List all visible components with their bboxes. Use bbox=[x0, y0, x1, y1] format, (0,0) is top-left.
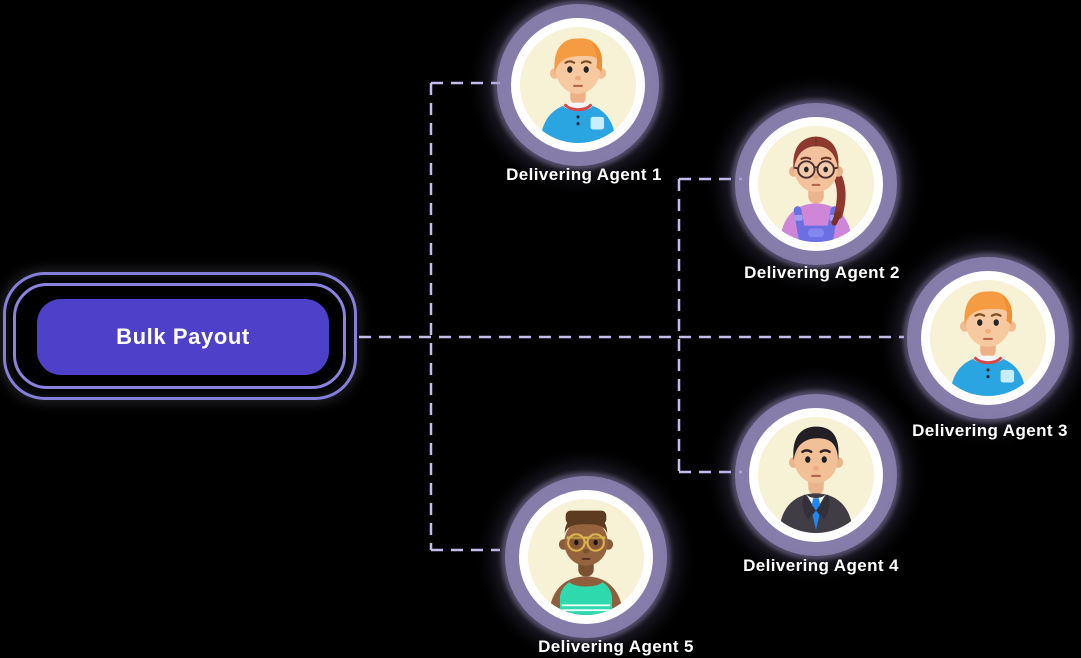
bulk-payout-node: Bulk Payout bbox=[3, 272, 357, 400]
agent-5-label: Delivering Agent 5 bbox=[538, 637, 694, 656]
bulk-payout-button[interactable]: Bulk Payout bbox=[37, 299, 329, 375]
agent-3-label: Delivering Agent 3 bbox=[912, 421, 1068, 440]
bulk-payout-outline-outer bbox=[3, 272, 357, 400]
woman-red-hair-glasses-overalls-avatar-icon bbox=[780, 136, 852, 242]
agent-4-label: Delivering Agent 4 bbox=[743, 556, 899, 575]
agent-2-avatar bbox=[749, 117, 883, 251]
bulk-payout-outline-inner bbox=[13, 283, 346, 389]
agent-2-label: Delivering Agent 2 bbox=[744, 263, 900, 282]
connector-group bbox=[359, 81, 904, 552]
man-orange-hair-blue-shirt-avatar-icon bbox=[950, 291, 1026, 396]
agent-4-avatar bbox=[749, 408, 883, 542]
agent-3-avatar bbox=[921, 271, 1055, 405]
agent-5-avatar bbox=[519, 490, 653, 624]
man-orange-hair-blue-shirt-avatar-icon bbox=[540, 38, 616, 143]
man-dark-skin-glasses-tank-top-avatar-icon bbox=[549, 510, 623, 615]
agent-1-avatar bbox=[511, 18, 645, 152]
man-black-hair-suit-tie-avatar-icon bbox=[779, 426, 853, 533]
agent-1-label: Delivering Agent 1 bbox=[506, 165, 662, 184]
bulk-payout-label: Bulk Payout bbox=[116, 324, 250, 349]
